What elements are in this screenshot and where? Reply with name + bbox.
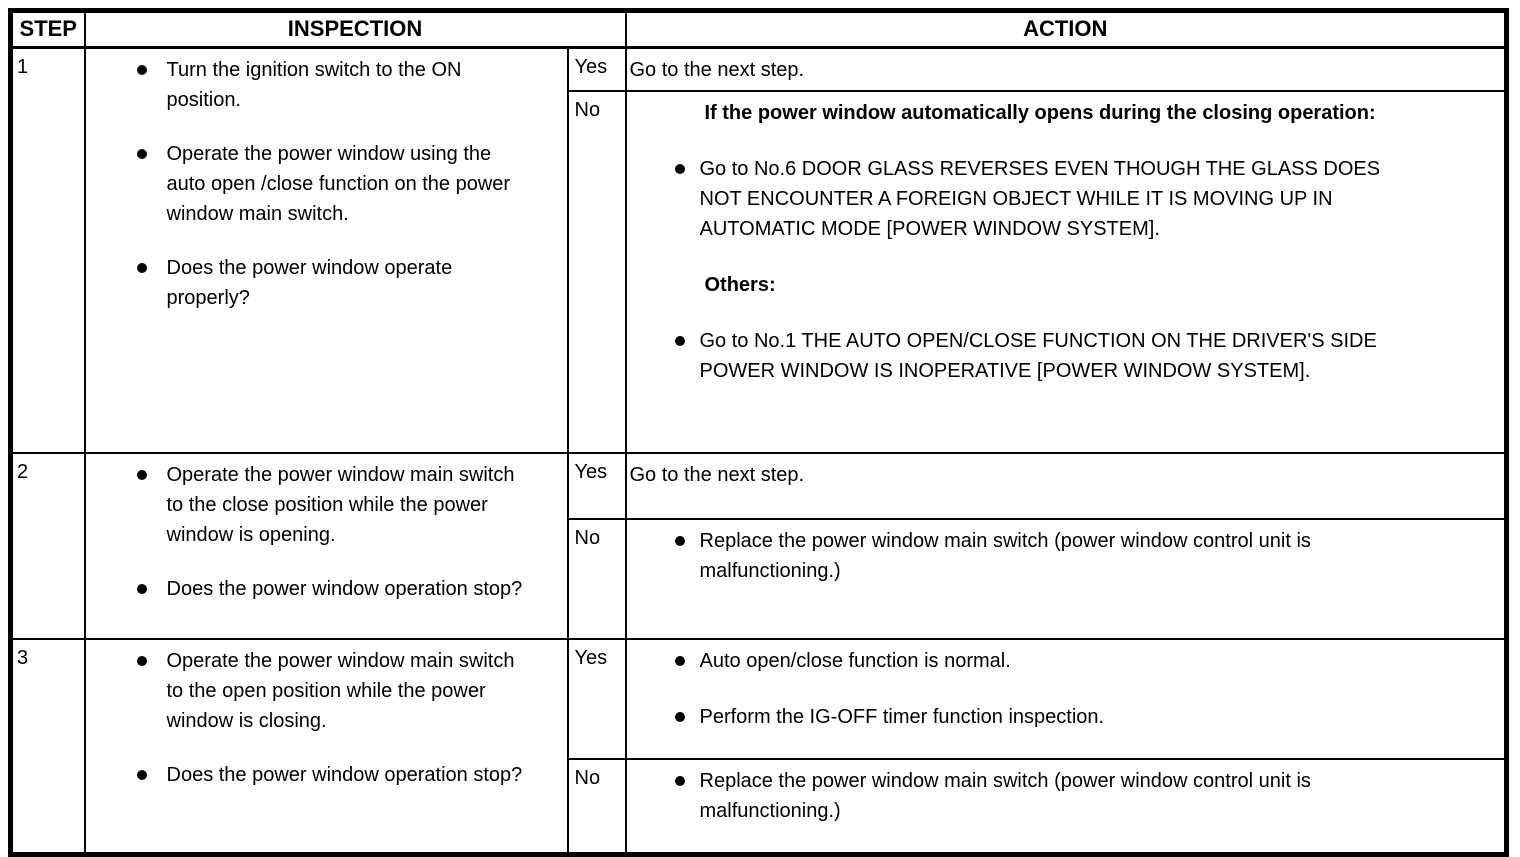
- action-item: Go to No.6 DOOR GLASS REVERSES EVEN THOU…: [627, 154, 1421, 244]
- bullet-icon: [674, 535, 685, 546]
- action-cell-step1-no: If the power window automatically opens …: [624, 89, 1508, 454]
- bullet-icon: [136, 263, 147, 273]
- action-item: Auto open/close function is normal.: [627, 646, 1421, 676]
- action-text: Go to the next step.: [629, 463, 805, 486]
- bullet-icon: [674, 335, 685, 346]
- inspection-text: Operate the power window main switch to …: [166, 649, 515, 732]
- action-item: Perform the IG-OFF timer function inspec…: [627, 702, 1421, 732]
- troubleshooting-table: STEP INSPECTION ACTION 1 Turn the igniti…: [8, 8, 1509, 857]
- action-text: Replace the power window main switch (po…: [699, 769, 1311, 822]
- bullet-icon: [136, 769, 147, 780]
- bullet-icon: [136, 65, 147, 75]
- inspection-text: Operate the power window main switch to …: [166, 463, 515, 546]
- no-label-step2: No: [566, 517, 627, 640]
- yes-label-step1: Yes: [566, 46, 627, 92]
- bullet-icon: [674, 163, 685, 174]
- yes-label-step2: Yes: [566, 451, 627, 520]
- bullet-icon: [136, 655, 147, 666]
- bullet-icon: [674, 775, 685, 786]
- table-row-step3-yes: 3 Operate the power window main switch t…: [9, 637, 1508, 855]
- action-item: Replace the power window main switch (po…: [627, 766, 1421, 826]
- table-row-step1-no: No If the power window automatically ope…: [11, 89, 1508, 454]
- action-cell-step2-no: Replace the power window main switch (po…: [624, 517, 1508, 640]
- action-item: Replace the power window main switch (po…: [627, 526, 1421, 586]
- column-header-inspection: INSPECTION: [83, 9, 627, 49]
- yes-label-step3: Yes: [566, 637, 627, 760]
- bullet-icon: [136, 149, 147, 159]
- bullet-icon: [674, 655, 685, 666]
- inspection-text: Turn the ignition switch to the ON posit…: [166, 59, 462, 111]
- action-cell-step3-no: Replace the power window main switch (po…: [624, 757, 1508, 855]
- table-row-step2-yes: 2 Operate the power window main switch t…: [9, 451, 1508, 640]
- action-cell-step2-yes: Go to the next step.: [624, 451, 1508, 520]
- inspection-cell-step2: Operate the power window main switch to …: [83, 451, 569, 640]
- inspection-text: Operate the power window using the auto …: [166, 143, 511, 225]
- inspection-item: Operate the power window using the auto …: [86, 139, 529, 229]
- inspection-item: Turn the ignition switch to the ON posit…: [86, 55, 529, 115]
- bullet-icon: [674, 711, 685, 722]
- action-heading: If the power window automatically opens …: [704, 101, 1376, 124]
- no-label-step3: No: [566, 757, 627, 855]
- action-item: Go to No.1 THE AUTO OPEN/CLOSE FUNCTION …: [627, 326, 1421, 386]
- inspection-text: Does the power window operate properly?: [166, 257, 453, 309]
- column-header-step: STEP: [9, 9, 86, 49]
- action-heading: Others:: [704, 273, 776, 296]
- step-number-1: 1: [9, 46, 86, 454]
- action-text: Auto open/close function is normal.: [699, 649, 1011, 672]
- action-text: Go to No.1 THE AUTO OPEN/CLOSE FUNCTION …: [699, 329, 1377, 382]
- step-number-3: 3: [9, 637, 86, 855]
- step-number-2: 2: [9, 451, 86, 640]
- table-row-step1-yes: 1 Turn the ignition switch to the ON pos…: [9, 46, 1508, 454]
- bullet-icon: [136, 583, 147, 594]
- inspection-item: Operate the power window main switch to …: [86, 460, 529, 550]
- bullet-icon: [136, 469, 147, 480]
- header-row: STEP INSPECTION ACTION: [9, 9, 1508, 49]
- column-header-action: ACTION: [624, 9, 1508, 49]
- inspection-item: Does the power window operation stop?: [86, 760, 529, 790]
- no-label-step1: No: [566, 89, 627, 454]
- inspection-item: Does the power window operation stop?: [86, 574, 529, 604]
- action-text: Go to the next step.: [629, 59, 805, 81]
- action-text: Perform the IG-OFF timer function inspec…: [699, 705, 1105, 728]
- action-text: Replace the power window main switch (po…: [699, 529, 1311, 582]
- action-cell-step1-yes: Go to the next step.: [624, 46, 1508, 92]
- action-text: Go to No.6 DOOR GLASS REVERSES EVEN THOU…: [699, 157, 1381, 240]
- table-row-step2-no: No Replace the power window main switch …: [11, 517, 1508, 640]
- inspection-cell-step1: Turn the ignition switch to the ON posit…: [83, 46, 569, 454]
- inspection-cell-step3: Operate the power window main switch to …: [83, 637, 569, 855]
- inspection-text: Does the power window operation stop?: [166, 577, 523, 600]
- inspection-item: Does the power window operate properly?: [86, 253, 529, 313]
- inspection-text: Does the power window operation stop?: [166, 763, 523, 786]
- action-cell-step3-yes: Auto open/close function is normal. Perf…: [624, 637, 1508, 760]
- inspection-item: Operate the power window main switch to …: [86, 646, 529, 736]
